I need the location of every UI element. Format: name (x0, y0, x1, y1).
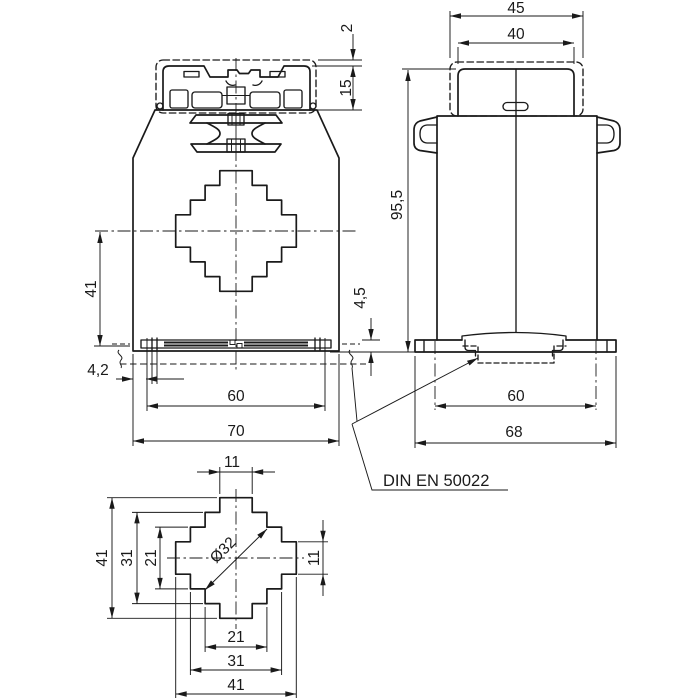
detail-dimensions: 11 41 31 21 11 21 31 41 (94, 454, 328, 698)
din-leader-underline (351, 423, 508, 491)
detail-dim-bottom-41-label: 41 (227, 677, 244, 694)
spool-screw-top (227, 112, 245, 126)
spool-top-flange (189, 114, 283, 124)
spool-waist-right (251, 122, 266, 145)
side-rail-hook-right (551, 339, 564, 357)
front-side-latch-right (309, 102, 317, 110)
din-note: DIN EN 50022 (351, 357, 508, 491)
side-dimensions: 45 40 95,5 4,5 60 68 (352, 0, 617, 448)
side-hole-centerlines (434, 341, 597, 410)
detail-stepped-window (174, 496, 298, 620)
front-dim-2-label: 2 (339, 24, 356, 33)
front-hook-mark-left (225, 80, 236, 87)
front-terminal-opening-right (249, 91, 281, 109)
side-view: 45 40 95,5 4,5 60 68 (330, 0, 621, 448)
din-rail-profile-dashed (462, 345, 567, 364)
detail-dim-top-11-label: 11 (224, 454, 240, 471)
detail-dim-left-41-label: 41 (94, 549, 111, 566)
side-rail-hook-left (464, 339, 477, 357)
front-dimensions: 2 15 41 4,2 60 70 (83, 24, 362, 446)
front-rail-break-squiggle-left (117, 349, 123, 369)
front-rail-end-ticks (151, 337, 321, 351)
front-terminal-opening-left (191, 91, 223, 109)
detail-view: Ø32 11 41 31 21 11 21 (94, 454, 328, 698)
side-ear-left (413, 116, 438, 154)
din-leader-to-front-view (351, 367, 358, 422)
detail-dim-bottom-21-label: 21 (227, 629, 244, 646)
side-rail-recess (461, 331, 567, 341)
side-dim-95-5-label: 95,5 (389, 190, 406, 220)
front-terminal-housing (162, 65, 311, 111)
din-leader-to-side-view (351, 357, 479, 425)
detail-dim-left-31-label: 31 (119, 549, 136, 566)
front-rail-clip-bar (140, 339, 332, 349)
din-standard-label: DIN EN 50022 (383, 472, 489, 490)
front-hook-mark-right (252, 80, 263, 87)
front-rail-break-squiggle-right (348, 349, 354, 369)
front-terminal-screw-outer-left (169, 89, 189, 109)
front-dim-4-2-label: 4,2 (87, 362, 109, 379)
detail-dim-left-21-label: 21 (143, 549, 160, 566)
side-base-flange (414, 339, 617, 353)
front-rail-edges (164, 341, 308, 347)
side-dim-60-label: 60 (507, 388, 525, 405)
front-terminal-tab-left (183, 70, 200, 78)
front-dim-41-label: 41 (83, 280, 100, 297)
spool-waist-left (206, 122, 221, 145)
dim-diameter-line (204, 528, 268, 591)
front-rail-center-tab-b (236, 343, 243, 349)
detail-diameter-label: Ø32 (207, 534, 240, 567)
front-dim-60-label: 60 (227, 388, 245, 405)
side-ear-right (596, 116, 621, 154)
side-dim-4-5-label: 4,5 (352, 287, 369, 309)
spool-screw-bottom (226, 138, 246, 153)
front-terminal-tab-right (269, 70, 286, 78)
side-dim-68-label: 68 (505, 424, 522, 441)
front-view: 2 15 41 4,2 60 70 (83, 24, 366, 446)
side-dim-45-label: 45 (507, 0, 524, 17)
spool-bottom-flange (190, 143, 282, 153)
front-rail-center-tab-a (229, 339, 236, 345)
detail-dim-right-11-label: 11 (306, 550, 323, 566)
side-flange-inner-edges (423, 339, 608, 353)
detail-dim-bottom-31-label: 31 (227, 653, 244, 670)
side-ear-right-inner (596, 124, 615, 144)
side-head-outline (457, 68, 575, 117)
side-ear-left-inner (419, 124, 438, 144)
side-dim-40-label: 40 (507, 26, 525, 43)
front-terminal-screw-outer-right (283, 89, 303, 109)
front-stepped-window (174, 169, 298, 293)
side-head-slot (502, 101, 529, 112)
front-dim-15-label: 15 (338, 79, 355, 96)
front-side-latch-left (156, 102, 164, 110)
front-dim-70-label: 70 (227, 423, 245, 440)
side-body-outline (436, 115, 598, 341)
